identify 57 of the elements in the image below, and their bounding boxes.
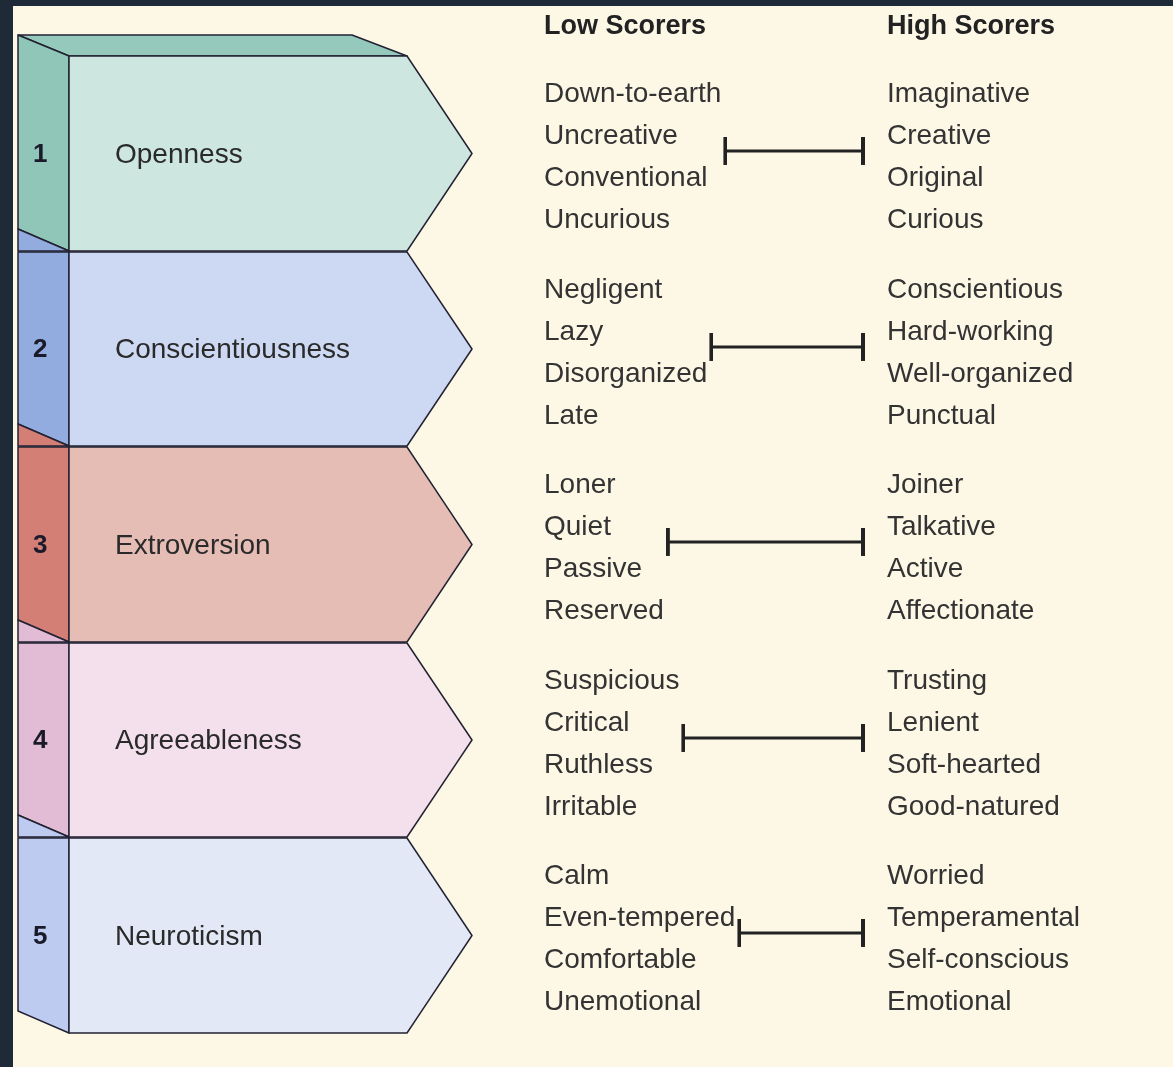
trait-word: Imaginative xyxy=(887,76,1031,110)
trait-word: Down-to-earth xyxy=(544,76,722,110)
factor-number: 3 xyxy=(33,528,48,560)
trait-word: Comfortable xyxy=(544,942,698,976)
trait-word: Passive xyxy=(544,551,644,585)
trait-word: Suspicious xyxy=(544,663,680,697)
factor-name: Extroversion xyxy=(115,528,271,561)
trait-word: Late xyxy=(544,398,600,432)
range-line xyxy=(681,723,865,752)
factor-name: Openness xyxy=(115,137,243,170)
trait-word: Uncurious xyxy=(544,202,672,236)
trait-word: Calm xyxy=(544,858,611,892)
trait-word: Creative xyxy=(887,118,993,152)
trait-word: Conventional xyxy=(544,160,709,194)
trait-word: Punctual xyxy=(887,398,997,432)
trait-word: Emotional xyxy=(887,984,1013,1018)
trait-word: Worried xyxy=(887,858,986,892)
column-heading: High Scorers xyxy=(887,10,1056,41)
factor-name: Conscientiousness xyxy=(115,333,351,365)
trait-word: Lazy xyxy=(544,314,605,348)
trait-word: Hard-working xyxy=(887,314,1055,348)
trait-word: Talkative xyxy=(887,509,997,543)
trait-word: Disorganized xyxy=(544,356,708,390)
trait-word: Irritable xyxy=(544,789,639,823)
trait-word: Affectionate xyxy=(887,593,1035,627)
trait-word: Negligent xyxy=(544,272,664,306)
trait-word: Uncreative xyxy=(544,118,679,152)
factor-name: Neuroticism xyxy=(115,919,263,952)
trait-word: Loner xyxy=(544,467,617,501)
range-line xyxy=(737,918,865,947)
factor-name: Agreeableness xyxy=(115,724,302,756)
trait-word: Joiner xyxy=(887,467,965,501)
range-line xyxy=(665,527,865,556)
trait-word: Curious xyxy=(887,202,985,236)
factor-number: 1 xyxy=(33,137,48,169)
trait-word: Self-conscious xyxy=(887,942,1071,976)
factor-number: 4 xyxy=(33,724,48,755)
trait-word: Temperamental xyxy=(887,900,1080,934)
trait-word: Even-tempered xyxy=(544,900,736,934)
trait-word: Critical xyxy=(544,705,631,739)
trait-word: Unemotional xyxy=(544,984,703,1018)
column-heading: Low Scorers xyxy=(544,10,707,41)
trait-word: Quiet xyxy=(544,509,612,543)
trait-word: Reserved xyxy=(544,593,664,627)
trait-word: Soft-hearted xyxy=(887,747,1043,781)
range-line xyxy=(709,332,865,361)
trait-word: Conscientious xyxy=(887,272,1064,306)
trait-word: Active xyxy=(887,551,965,585)
trait-word: Trusting xyxy=(887,663,989,697)
trait-word: Good-natured xyxy=(887,789,1060,823)
range-line xyxy=(723,136,865,165)
factor-number: 2 xyxy=(33,333,48,364)
trait-word: Lenient xyxy=(887,705,980,739)
trait-word: Original xyxy=(887,160,985,194)
trait-word: Ruthless xyxy=(544,747,654,781)
trait-word: Well-organized xyxy=(887,356,1074,390)
factor-number: 5 xyxy=(33,919,48,951)
